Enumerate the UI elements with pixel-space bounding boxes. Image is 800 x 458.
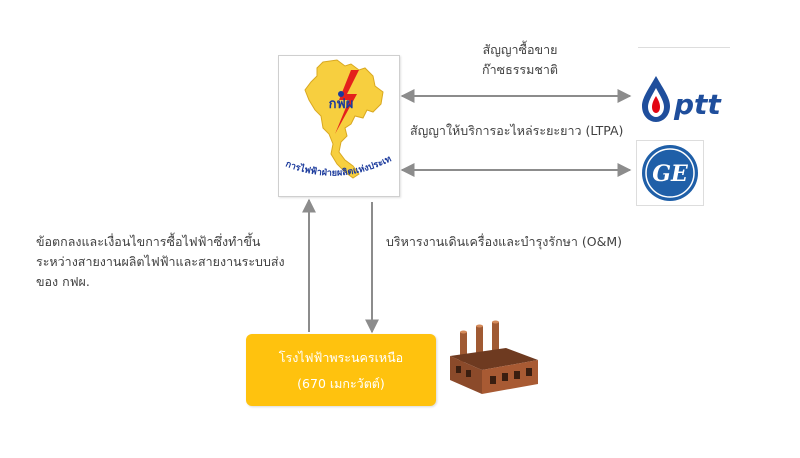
factory-icon <box>450 320 538 394</box>
om-label: บริหารงานเดินเครื่องและบำรุงรักษา (O&M) <box>386 234 623 249</box>
ppa-label-line2: ระหว่างสายงานผลิตไฟฟ้าและสายงานระบบส่ง <box>36 254 285 269</box>
ptt-logo-box: ptt <box>638 47 730 138</box>
ge-logo-box: GE <box>636 140 704 206</box>
ptt-wordmark: ptt <box>673 88 722 121</box>
gas-contract-label-line2: ก๊าซธรรมชาติ <box>482 62 558 77</box>
ge-logo: GE <box>642 145 698 201</box>
ltpa-label: สัญญาให้บริการอะไหล่ระยะยาว (LTPA) <box>410 123 624 138</box>
ptt-logo: ptt <box>642 76 722 122</box>
power-plant-name: โรงไฟฟ้าพระนครเหนือ <box>278 350 404 365</box>
lightning-bolt-icon <box>335 70 359 134</box>
thailand-map-shape <box>304 59 384 179</box>
ge-monogram-circle <box>642 145 698 201</box>
egat-logo: กฟผ การไฟฟ้าฝ่ายผลิตแห่งประเทศไทย <box>276 47 393 179</box>
gas-contract-label: สัญญาซื้อขาย ก๊าซธรรมชาติ <box>450 40 590 80</box>
gas-contract-label-line1: สัญญาซื้อขาย <box>482 42 558 57</box>
power-plant-capacity: (670 เมกะวัตต์) <box>297 376 385 391</box>
power-plant-box: โรงไฟฟ้าพระนครเหนือ (670 เมกะวัตต์) <box>246 334 436 406</box>
egat-emblem-text: กฟผ <box>329 97 354 112</box>
ppa-label-line3: ของ กฟผ. <box>36 274 90 289</box>
ge-monogram-text: GE <box>652 161 689 187</box>
ppa-label-line1: ข้อตกลงและเงื่อนไขการซื้อไฟฟ้าซึ่งทำขึ้น <box>36 234 261 249</box>
egat-logo-box: กฟผ การไฟฟ้าฝ่ายผลิตแห่งประเทศไทย <box>276 47 400 197</box>
ppa-label: ข้อตกลงและเงื่อนไขการซื้อไฟฟ้าซึ่งทำขึ้น… <box>36 232 298 292</box>
